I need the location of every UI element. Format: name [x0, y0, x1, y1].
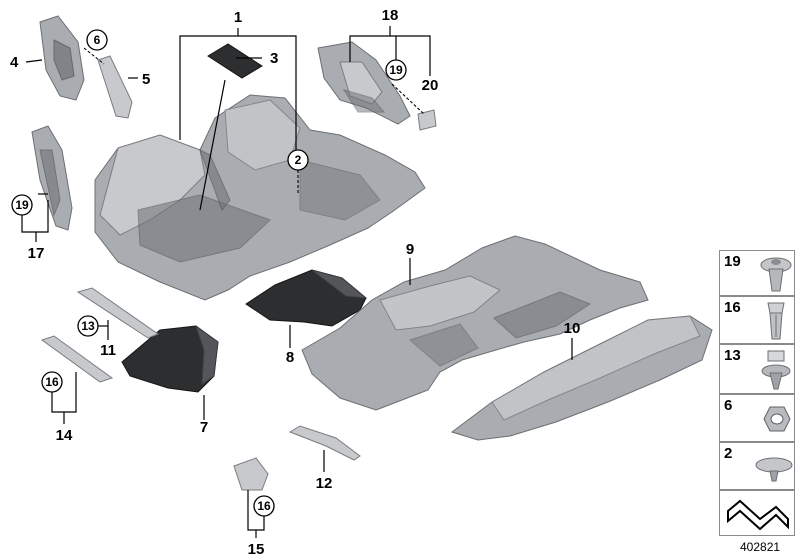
- callout-1: 1: [234, 9, 242, 26]
- callout-10: 10: [564, 320, 581, 337]
- rear-floor-carpet: [301, 235, 649, 411]
- callout-15: 15: [248, 541, 265, 558]
- round-clip-icon: [755, 457, 793, 482]
- callout-9: 9: [406, 241, 414, 258]
- front-left-insulation: [121, 324, 219, 393]
- front-right-insulation: [245, 269, 368, 327]
- sill-strip-14: [40, 335, 114, 383]
- sill-strip-11: [76, 287, 160, 339]
- leader-lines: [21, 26, 573, 538]
- sill-strip-12: [288, 425, 361, 461]
- expanding-clip-icon: [767, 302, 785, 340]
- legend-number: 19: [724, 253, 741, 270]
- callout-17: 17: [28, 245, 45, 262]
- legend-cell-16: 16: [719, 296, 795, 344]
- callout-circle-2: 2: [287, 149, 309, 171]
- callout-5: 5: [142, 71, 150, 88]
- legend-cell-profile: [719, 490, 795, 536]
- legend-cell-6: 6: [719, 394, 795, 442]
- legend-cell-2: 2: [719, 442, 795, 490]
- legend-number: 6: [724, 397, 733, 414]
- carpet-profile-icon: [727, 499, 789, 531]
- callout-20: 20: [422, 77, 439, 94]
- callout-6-label: 6: [94, 33, 101, 47]
- legend-number: 13: [724, 347, 741, 364]
- push-rivet-icon: [760, 257, 792, 292]
- left-side-trim: [31, 125, 73, 231]
- left-foot-support: [39, 15, 133, 119]
- callout-3: 3: [270, 50, 278, 67]
- legend-number: 16: [724, 299, 741, 316]
- callout-circle-19-top: 19: [385, 59, 407, 81]
- callout-19-left-label: 19: [15, 198, 29, 212]
- callout-14: 14: [56, 427, 73, 444]
- front-floor-carpet: [94, 43, 426, 301]
- right-front-trim: [317, 41, 437, 131]
- callout-circle-16-bottom: 16: [253, 495, 275, 517]
- callout-18: 18: [382, 7, 399, 24]
- hex-nut-icon: [763, 406, 791, 432]
- callout-12: 12: [316, 475, 333, 492]
- callout-11: 11: [100, 342, 116, 359]
- callout-4: 4: [10, 54, 19, 71]
- callout-circle-16-left: 16: [41, 371, 63, 393]
- legend-cell-13: 13: [719, 344, 795, 394]
- callout-19-top-label: 19: [389, 63, 403, 77]
- callout-7: 7: [200, 419, 208, 436]
- legend-cell-19: 19: [719, 250, 795, 296]
- callout-8: 8: [286, 349, 294, 366]
- reference-code: 402821: [740, 540, 781, 554]
- rear-insulation-panel: [450, 315, 713, 441]
- callout-circle-13: 13: [77, 315, 99, 337]
- legend-number: 2: [724, 445, 733, 462]
- callout-16-left-label: 16: [45, 375, 59, 389]
- callout-2-label: 2: [295, 153, 302, 167]
- callout-circle-6: 6: [86, 29, 108, 51]
- callout-circle-19-left: 19: [11, 194, 33, 216]
- callout-16-bottom-label: 16: [257, 499, 271, 513]
- callout-13-label: 13: [81, 319, 95, 333]
- sill-strip-15: [233, 457, 269, 491]
- screw-clip-icon: [761, 350, 791, 390]
